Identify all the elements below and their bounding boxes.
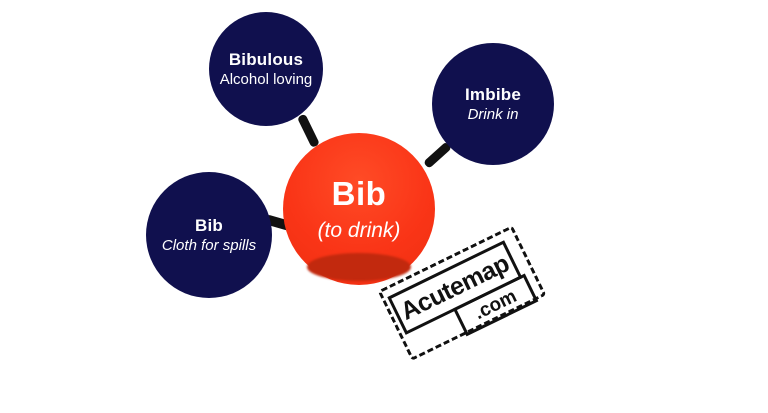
- node-meaning: Drink in: [467, 105, 519, 123]
- node-meaning: Alcohol loving: [219, 70, 313, 88]
- node-meaning: Cloth for spills: [161, 236, 257, 254]
- center-word: Bib: [331, 175, 387, 213]
- node-bib-center: Bib (to drink): [283, 133, 435, 285]
- node-word: Imbibe: [465, 84, 521, 104]
- node-word: Bib: [195, 215, 223, 235]
- center-node-shadow: [307, 253, 411, 281]
- node-bibulous: Bibulous Alcohol loving: [209, 12, 323, 126]
- node-word: Bibulous: [228, 49, 304, 69]
- center-meaning: (to drink): [317, 219, 401, 243]
- node-imbibe: Imbibe Drink in: [432, 43, 554, 165]
- connector-bibulous: [296, 113, 320, 149]
- node-bib-cloth: Bib Cloth for spills: [146, 172, 272, 298]
